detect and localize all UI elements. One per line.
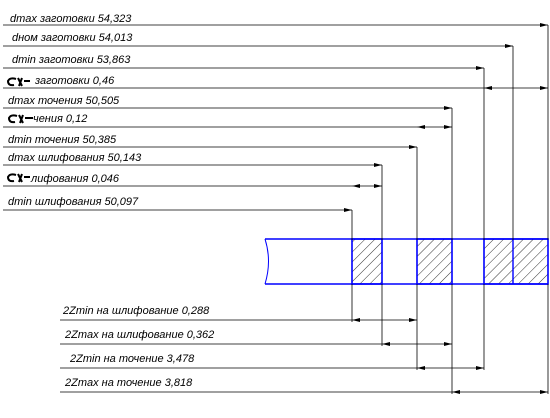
dim-dmin-blank: dmin заготовки 53,863 bbox=[3, 54, 485, 240]
label-2zmax-turning: 2Zmax на точение 3,818 bbox=[64, 377, 193, 389]
hatch-zone-blank bbox=[483, 238, 549, 285]
dim-dmin-turning: dmin точения 50,385 bbox=[3, 134, 418, 240]
label-dnom-blank: dном заготовки 54,013 bbox=[12, 32, 133, 44]
tolerance-symbol-icon bbox=[6, 77, 30, 87]
dim-dmax-grinding: dmax шлифования 50,143 bbox=[3, 152, 383, 240]
label-tolerance-grinding: лифования 0,046 bbox=[30, 173, 120, 185]
dim-dmin-grinding: dmin шлифования 50,097 bbox=[3, 196, 353, 240]
label-dmin-turning: dmin точения 50,385 bbox=[8, 134, 117, 146]
dim-2zmin-grinding: 2Zmin на шлифование 0,288 bbox=[60, 305, 417, 322]
label-tolerance-blank: заготовки 0,46 bbox=[34, 75, 115, 87]
break-line bbox=[264, 238, 269, 285]
dim-2zmax-turning: 2Zmax на точение 3,818 bbox=[60, 377, 548, 394]
workpiece-section bbox=[264, 238, 549, 285]
dim-tolerance-blank: заготовки 0,46 bbox=[3, 75, 548, 90]
label-dmax-blank: dmax заготовки 54,323 bbox=[10, 13, 132, 25]
tolerance-symbol-icon bbox=[7, 114, 33, 124]
dim-dmax-turning: dmax точения 50,505 bbox=[3, 95, 453, 240]
hatch-zone-grinding bbox=[351, 238, 383, 285]
label-dmax-grinding: dmax шлифования 50,143 bbox=[8, 152, 142, 164]
label-2zmin-turning: 2Zmin на точение 3,478 bbox=[69, 353, 195, 365]
dim-dmax-blank: dmax заготовки 54,323 bbox=[3, 13, 549, 240]
dim-tolerance-turning: чения 0,12 bbox=[3, 113, 452, 129]
label-dmin-blank: dmin заготовки 53,863 bbox=[12, 54, 131, 66]
hatch-zone-turning bbox=[416, 238, 453, 285]
label-2zmin-grinding: 2Zmin на шлифование 0,288 bbox=[62, 305, 210, 317]
dim-2zmin-turning: 2Zmin на точение 3,478 bbox=[60, 353, 484, 370]
allowance-dimensions: 2Zmin на шлифование 0,288 2Zmax на шлифо… bbox=[60, 284, 549, 394]
dim-dnom-blank: dном заготовки 54,013 bbox=[3, 32, 514, 240]
dim-2zmax-grinding: 2Zmax на шлифование 0,362 bbox=[60, 329, 452, 346]
dim-tolerance-grinding: лифования 0,046 bbox=[3, 173, 382, 188]
label-tolerance-turning: чения 0,12 bbox=[33, 113, 87, 125]
label-2zmax-grinding: 2Zmax на шлифование 0,362 bbox=[64, 329, 214, 341]
label-dmin-grinding: dmin шлифования 50,097 bbox=[8, 196, 139, 208]
tolerance-symbol-icon bbox=[6, 173, 30, 183]
label-dmax-turning: dmax точения 50,505 bbox=[8, 95, 120, 107]
diameter-dimensions: dmax заготовки 54,323 dном заготовки 54,… bbox=[3, 13, 549, 240]
